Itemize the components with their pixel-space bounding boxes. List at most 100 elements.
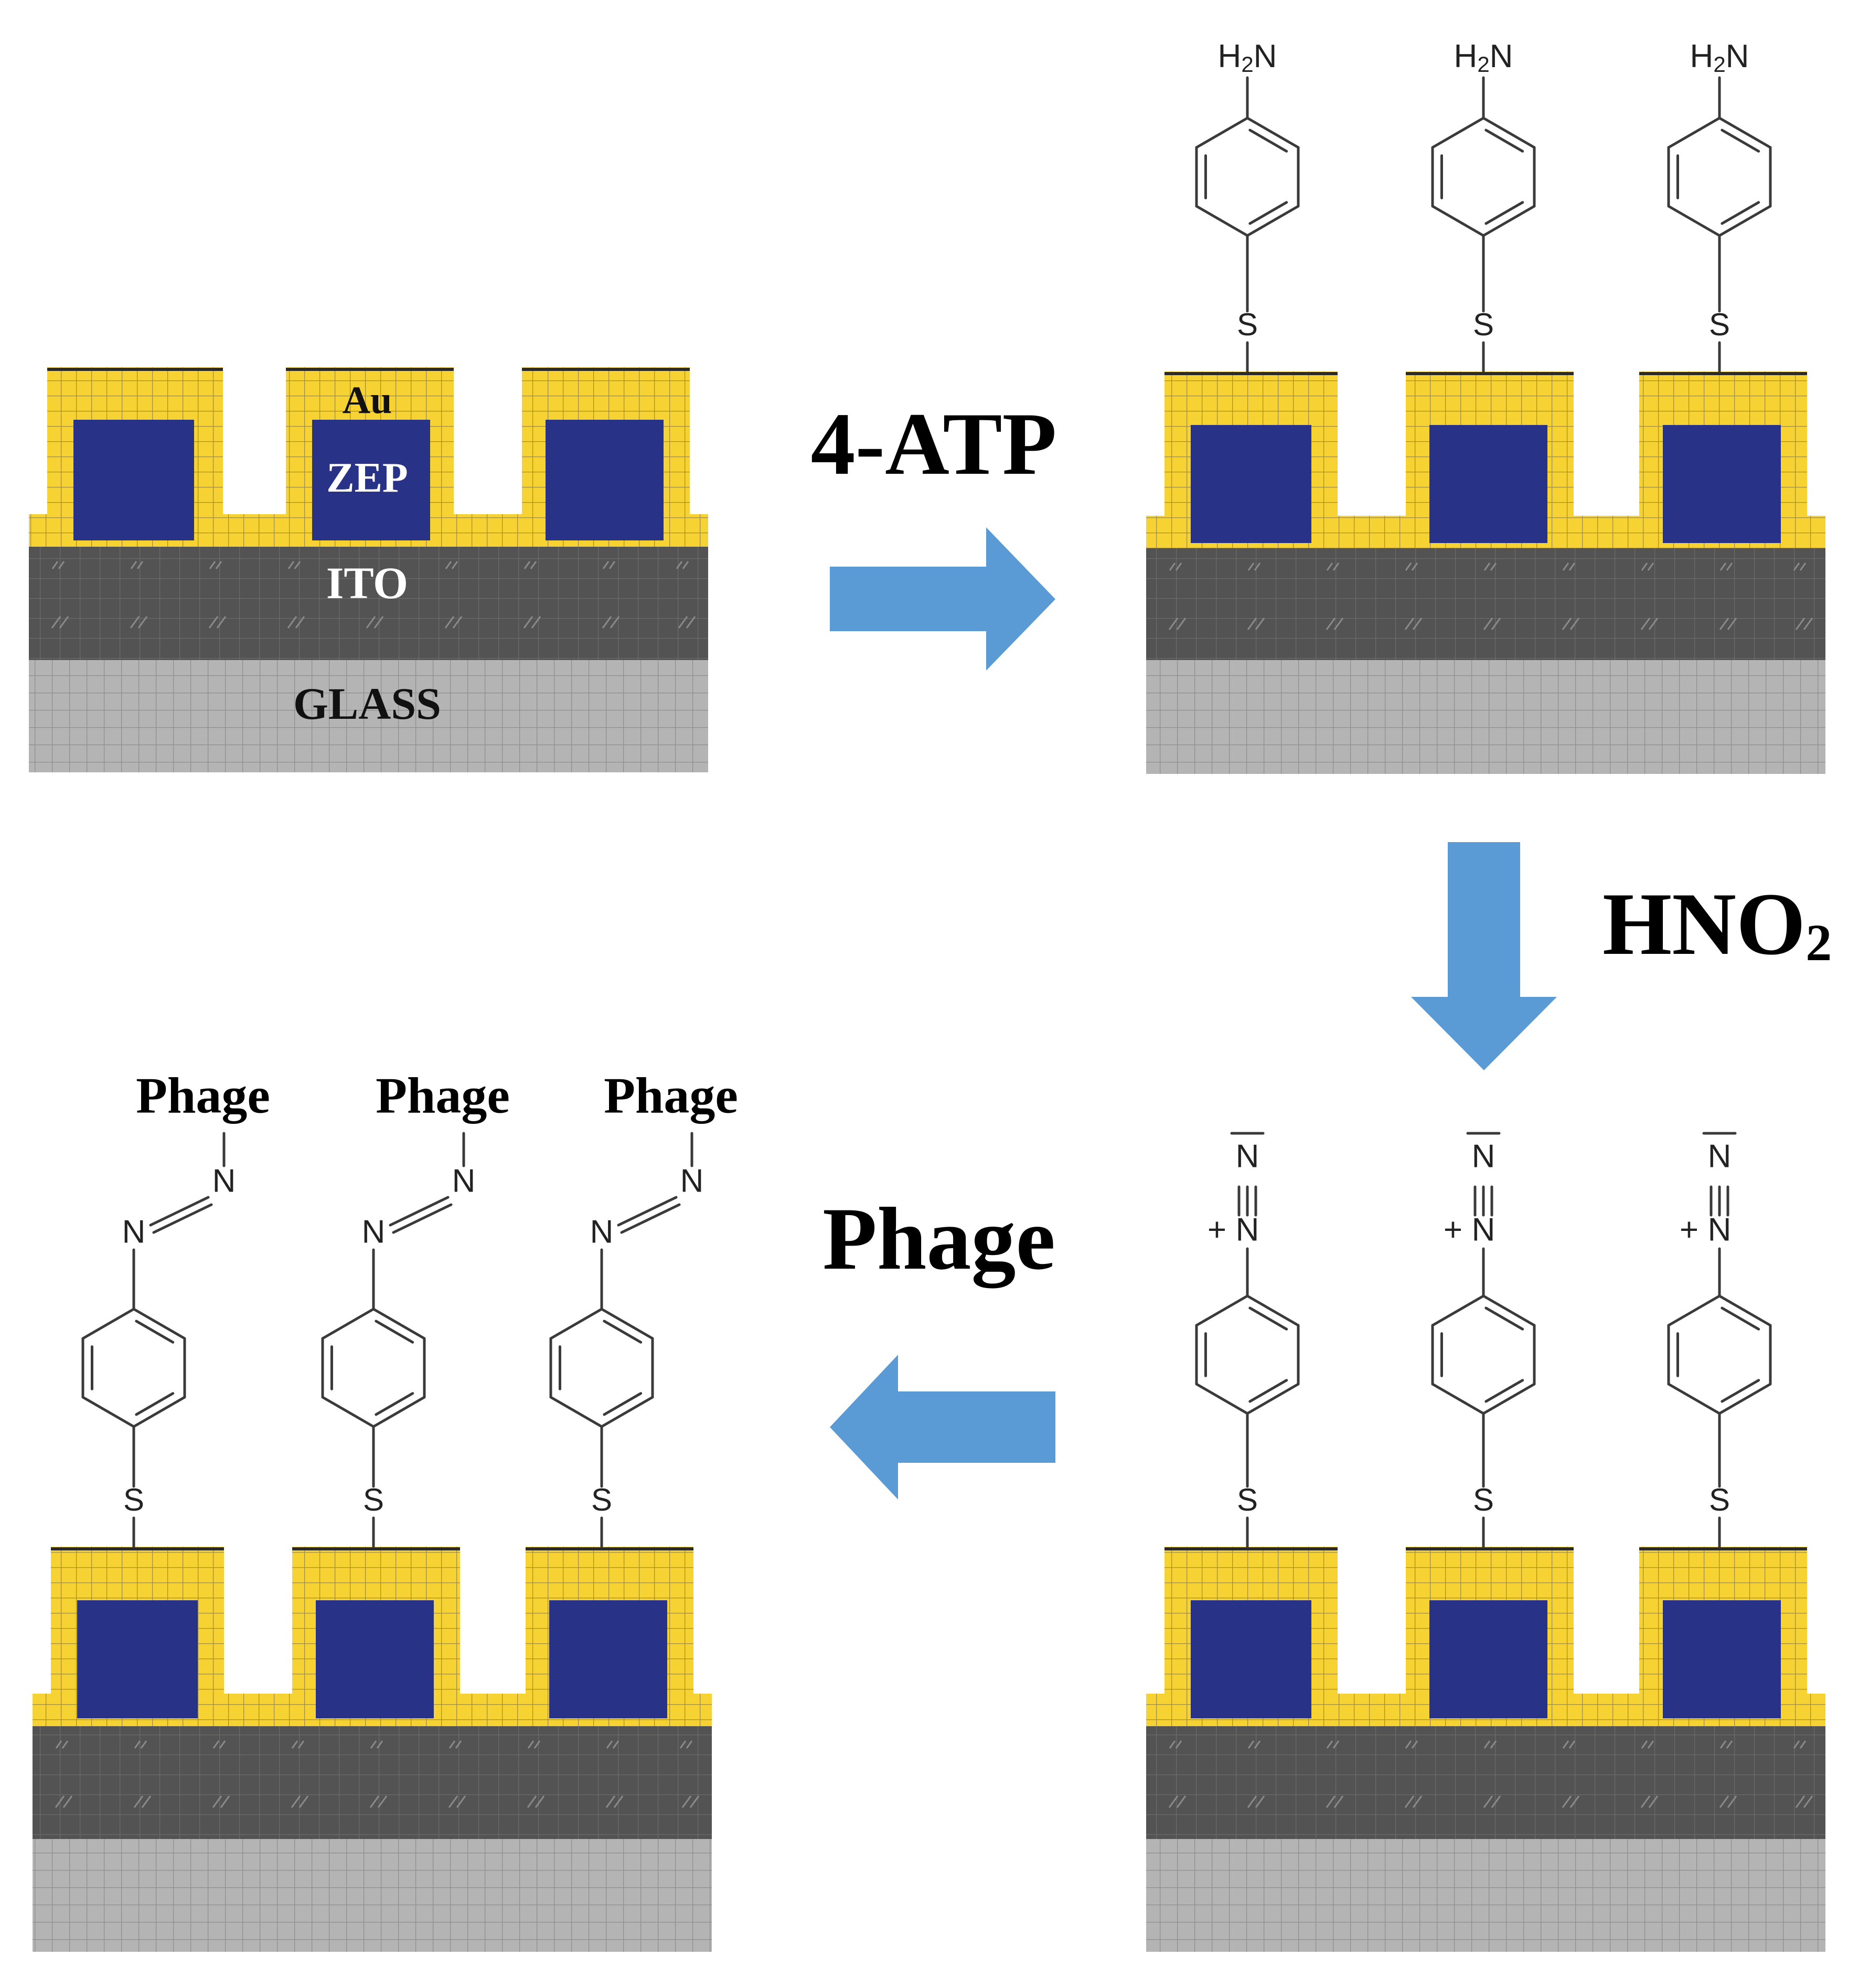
glass-layer [29,660,708,772]
amine-group-label: H2N [1454,38,1513,77]
sulfur-atom: S [1709,307,1730,342]
ring-bond [1431,116,1485,149]
atp-molecule: S H2N [1667,38,1772,373]
zep-block-2 [312,420,430,540]
zep-block-1 [73,420,194,540]
step-label-phage: Phage [822,1189,1055,1288]
azo-double-bond [620,1203,681,1234]
positive-charge-sign: + [1680,1211,1698,1248]
ito-layer [29,547,708,660]
ring-bond [1482,1294,1536,1327]
phage-molecule-label: Phage [136,1067,270,1124]
arrow-right-icon [830,527,1055,671]
ring-bond [1667,1383,1721,1415]
positive-charge-sign: + [1208,1211,1226,1248]
substrate-panel-atp [1146,371,1825,774]
hno2-main-text: HNO [1602,875,1805,973]
benzene-ring [1667,1294,1772,1415]
nitrogen-atom: N [1236,1138,1259,1174]
diazonium-molecules: SN+NSN+NSN+N [1195,1132,1772,1548]
ring-bond [321,1307,375,1340]
azo-double-bond [152,1203,213,1234]
zep-block-1 [77,1600,198,1718]
diazonium-molecule: SN+N [1431,1132,1536,1548]
nitrogen-atom: N [1472,1138,1495,1174]
amine-group-label: H2N [1218,38,1277,77]
atp-molecules: S H2N S H2N S H2N [1195,38,1772,373]
ring-bond [1482,116,1536,149]
ring-bond [1667,1294,1721,1327]
substrate-panel-diazonium [1146,1547,1825,1952]
zep-block-3 [549,1600,667,1718]
ring-bond [81,1396,135,1428]
zep-block-2 [1429,1600,1547,1718]
zep-block-3 [1663,1600,1781,1718]
nitrogen-atom: N [1708,1138,1732,1174]
ring-bond [1667,116,1721,149]
ring-double-bond [1248,129,1288,153]
ring-bond [1246,1383,1300,1415]
ring-double-bond [603,1320,643,1344]
ring-bond [132,1307,186,1340]
ring-double-bond [135,1320,175,1344]
atp-molecule: S H2N [1195,38,1300,373]
nitrogen-atom: N [590,1214,614,1250]
sulfur-atom: S [1237,1482,1258,1517]
au-label: Au [343,379,392,422]
benzene-ring [321,1307,426,1428]
ring-bond [1246,116,1300,149]
zep-block-3 [546,420,664,540]
benzene-ring [1195,116,1300,237]
ito-layer [1146,1726,1825,1839]
sulfur-atom: S [1473,1482,1494,1517]
substrate-panel-phage [33,1547,712,1952]
ring-double-bond [1484,129,1524,153]
ring-double-bond [1484,201,1524,225]
ito-layer [33,1726,712,1839]
ring-bond [1195,1294,1249,1327]
zep-block-1 [1191,1600,1311,1718]
zep-block-3 [1663,425,1781,543]
ring-bond [1246,1294,1300,1327]
zep-block-2 [1429,425,1547,543]
ito-layer [1146,548,1825,660]
glass-layer [1146,660,1825,774]
zep-block-2 [316,1600,434,1718]
ring-double-bond [1721,1306,1760,1331]
glass-label: GLASS [293,678,441,729]
ring-bond [1246,205,1300,237]
ring-bond [1195,205,1249,237]
glass-layer [33,1839,712,1952]
atp-molecule: S H2N [1431,38,1536,373]
ring-bond [321,1396,375,1428]
sulfur-atom: S [363,1482,384,1517]
nitrogen-atom: N [362,1214,386,1250]
hno2-subscript: 2 [1805,913,1832,972]
step-label-atp: 4-ATP [811,395,1057,493]
ring-double-bond [1248,201,1288,225]
benzene-ring [549,1307,654,1428]
ring-double-bond [1484,1379,1524,1403]
ring-bond [600,1396,654,1428]
sulfur-atom: S [1237,307,1258,342]
ring-double-bond [375,1320,414,1344]
ring-double-bond [603,1392,643,1416]
ring-double-bond [1484,1306,1524,1331]
step-label-hno2: HNO2 [1602,875,1832,973]
ring-double-bond [1721,1379,1760,1403]
nitrogen-atom: N [680,1163,704,1199]
nitrogen-atom: N [1472,1211,1495,1248]
benzene-ring [1195,1294,1300,1415]
ring-bond [1482,205,1536,237]
ring-bond [1431,1294,1485,1327]
sulfur-atom: S [1709,1482,1730,1517]
ring-double-bond [1721,129,1760,153]
phage-molecule-label: Phage [376,1067,510,1124]
amine-group-label: H2N [1690,38,1749,77]
sulfur-atom: S [1473,307,1494,342]
ito-label: ITO [326,558,408,608]
